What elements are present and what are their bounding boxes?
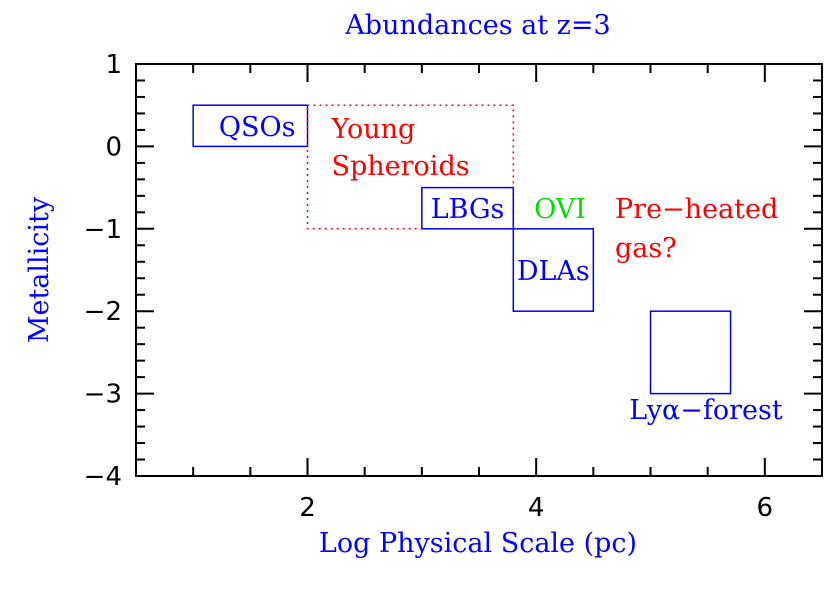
x-tick-label: 6: [757, 493, 774, 523]
lbgs-label: LBGs: [431, 194, 505, 225]
y-tick-label: −2: [84, 297, 122, 327]
y-tick-label: 0: [105, 132, 122, 162]
young-spheroids-label-line: Young: [331, 114, 416, 145]
x-tick-label: 2: [299, 493, 316, 523]
lbgs-box: [421, 186, 515, 230]
qsos-box: [192, 104, 309, 148]
dlas-label: DLAs: [517, 256, 590, 287]
pre-heated-gas-label-line: Pre−heated: [615, 194, 778, 225]
pre-heated-gas-label: Pre−heated gas?: [615, 194, 778, 264]
young-spheroids-box: [306, 104, 515, 230]
lya-forest-box: [649, 310, 732, 395]
y-tick-label: −3: [84, 380, 122, 410]
qsos-label: QSOs: [219, 112, 296, 143]
lya-forest-label: Lyα−forest: [629, 395, 783, 426]
chart-title: Abundances at z=3: [344, 10, 610, 41]
y-tick-label: −1: [84, 215, 122, 245]
y-axis-label: Metallicity: [24, 196, 55, 343]
young-spheroids-label-line: Spheroids: [332, 151, 470, 182]
pre-heated-gas-label-line: gas?: [615, 233, 677, 264]
x-tick-label: 4: [528, 493, 545, 523]
dlas-box: [512, 228, 595, 312]
y-tick-label: 1: [105, 50, 122, 80]
ovi-label: OVI: [534, 194, 586, 225]
x-axis-label: Log Physical Scale (pc): [319, 528, 637, 559]
y-tick-label: −4: [84, 462, 122, 492]
